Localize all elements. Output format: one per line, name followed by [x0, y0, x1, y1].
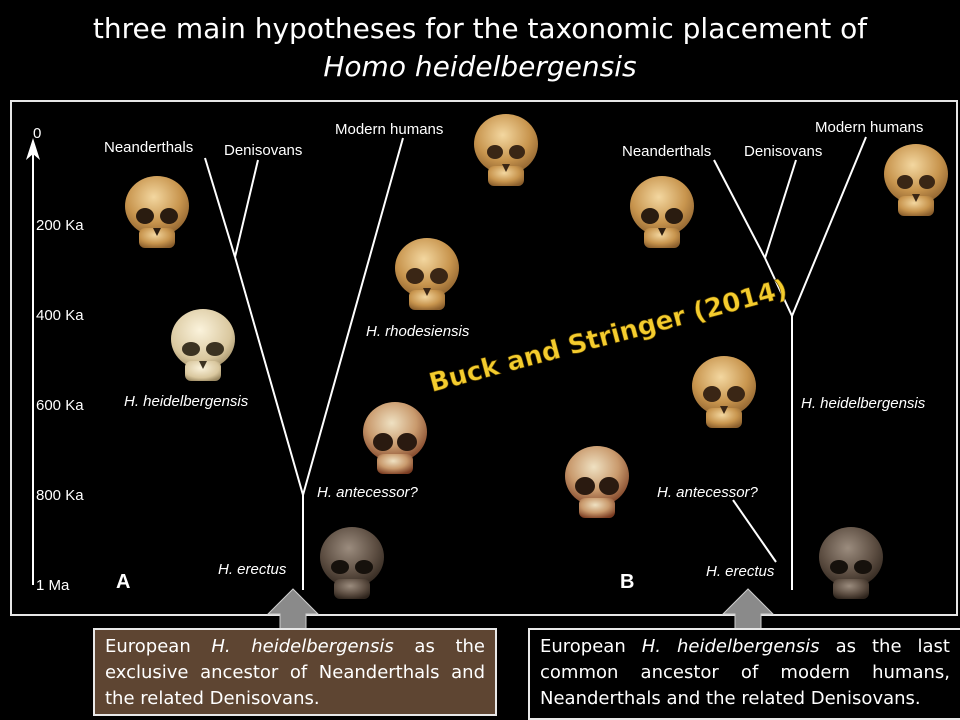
caption-a-post: as the exclusive ancestor of Neanderthal… [105, 636, 485, 709]
skull-modern-b-icon [884, 144, 948, 216]
tick-label: 1 Ma [36, 577, 70, 594]
tree-b [713, 136, 867, 590]
title-line-2: Homo heidelbergensis [323, 50, 637, 83]
label-neanderthals-b: Neanderthals [622, 143, 711, 160]
diagram-frame [10, 100, 958, 616]
label-antecessor-b: H. antecessor? [657, 484, 759, 501]
tick-label: 400 Ka [36, 307, 84, 324]
title-line-1: three main hypotheses for the taxonomic … [92, 12, 868, 45]
arrow-up-a-icon [266, 588, 320, 631]
caption-b-post: as the last common ancestor of modern hu… [540, 636, 950, 709]
axis-arrow-icon [26, 138, 40, 160]
tick-label: 600 Ka [36, 397, 84, 414]
label-neanderthals-a: Neanderthals [104, 139, 193, 156]
skull-modern-a-icon [474, 114, 538, 186]
label-modern-humans-b: Modern humans [815, 119, 923, 136]
skull-erectus-a-icon [320, 527, 384, 599]
panel-letter-b: B [620, 571, 634, 593]
caption-a-species: H. heidelbergensis [211, 636, 394, 657]
label-rhodesiensis: H. rhodesiensis [366, 323, 470, 340]
label-erectus-a: H. erectus [218, 561, 287, 578]
tick-label: 800 Ka [36, 487, 84, 504]
tick-label: 0 [33, 125, 41, 142]
tick-label: 200 Ka [36, 217, 84, 234]
panel-letter-a: A [116, 571, 130, 593]
slide-title: three main hypotheses for the taxonomic … [0, 10, 960, 86]
skull-erectus-b-icon [819, 527, 883, 599]
arrow-up-b-icon [721, 588, 775, 631]
caption-b-pre: European [540, 636, 642, 657]
caption-a-pre: European [105, 636, 212, 657]
caption-hypothesis-a: European H. heidelbergensis as the exclu… [93, 628, 497, 716]
skull-heidelbergensis-b-icon [692, 356, 756, 428]
label-denisovans-a: Denisovans [224, 142, 302, 159]
skull-antecessor-a-icon [363, 402, 427, 474]
time-axis: 0 200 Ka 400 Ka 600 Ka 800 Ka 1 Ma [26, 125, 84, 594]
label-antecessor-a: H. antecessor? [317, 484, 419, 501]
skull-rhodesiensis-icon [395, 238, 459, 310]
label-denisovans-b: Denisovans [744, 143, 822, 160]
skull-neanderthal-a-icon [125, 176, 189, 248]
label-heidelbergensis-b: H. heidelbergensis [801, 395, 926, 412]
skull-neanderthal-b-icon [630, 176, 694, 248]
label-erectus-b: H. erectus [706, 563, 775, 580]
tree-a [204, 137, 404, 590]
skull-antecessor-b-icon [565, 446, 629, 518]
label-modern-humans-a: Modern humans [335, 121, 443, 138]
skull-heidelbergensis-a-icon [171, 309, 235, 381]
caption-b-species: H. heidelbergensis [641, 636, 820, 657]
label-heidelbergensis-a: H. heidelbergensis [124, 393, 249, 410]
caption-hypothesis-b: European H. heidelbergensis as the last … [528, 628, 960, 720]
